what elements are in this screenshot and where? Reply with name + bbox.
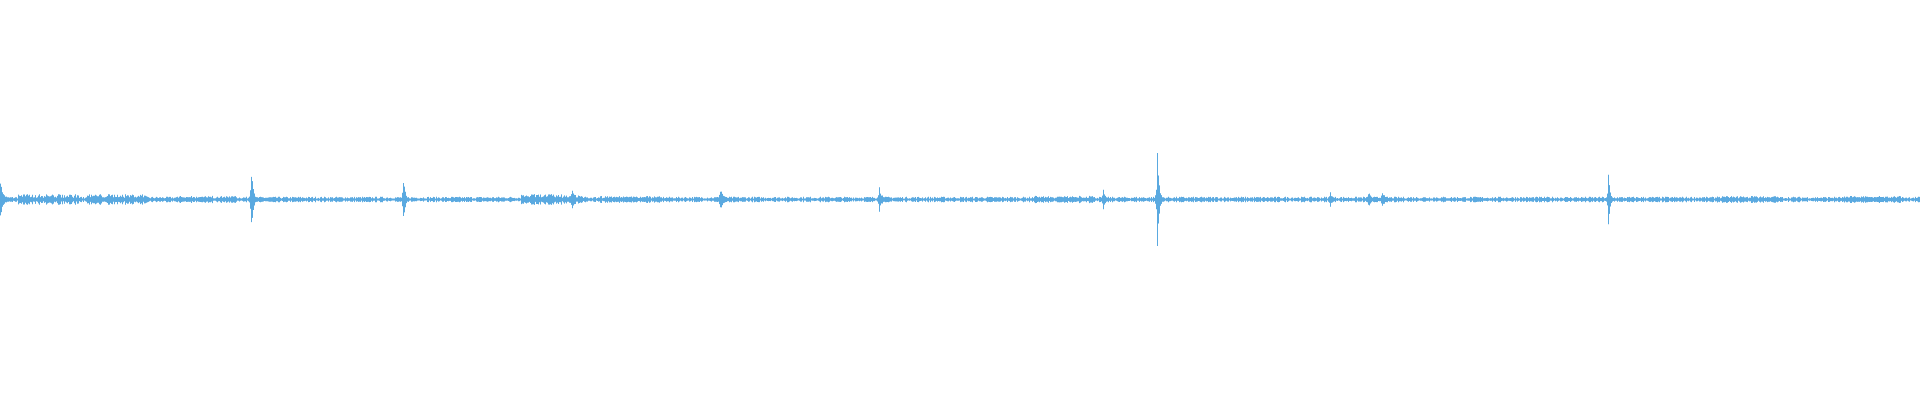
waveform-path bbox=[0, 153, 1920, 246]
waveform-samples bbox=[0, 153, 1920, 246]
